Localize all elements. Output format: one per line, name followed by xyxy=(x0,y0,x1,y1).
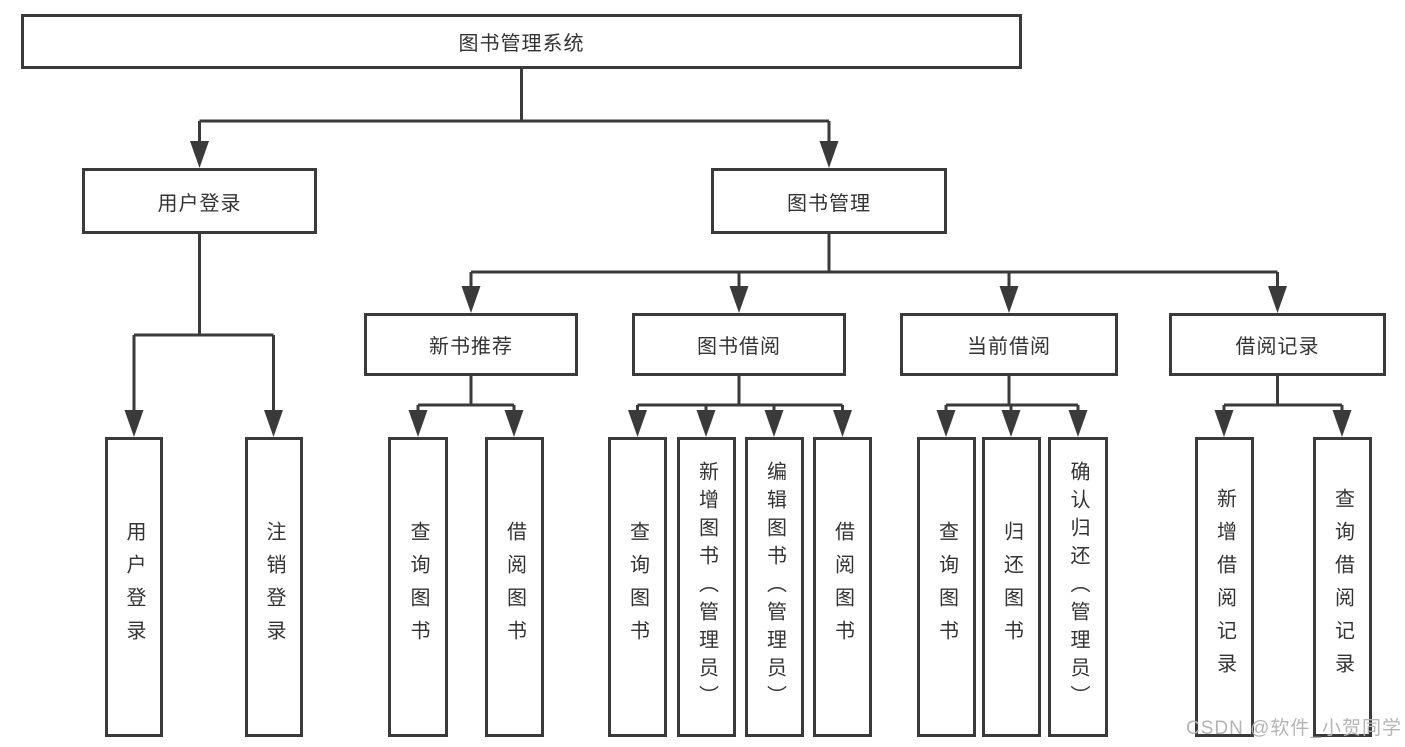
branch-user-login: 用户登录 xyxy=(82,168,317,234)
leaf-add-books-admin: 新增图书（管理员） xyxy=(677,437,736,737)
root-node: 图书管理系统 xyxy=(21,14,1022,69)
branch-book-management: 图书管理 xyxy=(711,168,947,234)
leaf-add-borrow-record: 新增借阅记录 xyxy=(1195,437,1254,737)
leaf-return-books: 归还图书 xyxy=(982,437,1041,737)
group-book-borrowing: 图书借阅 xyxy=(632,313,846,376)
leaf-logout: 注销登录 xyxy=(245,437,303,737)
group-new-book-recommendation: 新书推荐 xyxy=(364,313,578,376)
csdn-watermark: CSDN @软件_小贺同学 xyxy=(1186,718,1402,739)
leaf-borrow-books-recommend: 借阅图书 xyxy=(485,437,544,737)
leaf-borrow-books-borrowing: 借阅图书 xyxy=(813,437,872,737)
leaf-query-books-current: 查询图书 xyxy=(917,437,976,737)
leaf-query-borrow-record: 查询借阅记录 xyxy=(1313,437,1372,737)
group-borrowing-records: 借阅记录 xyxy=(1169,313,1386,376)
leaf-query-books-borrowing: 查询图书 xyxy=(608,437,667,737)
leaf-query-books-recommend: 查询图书 xyxy=(388,437,448,737)
leaf-user-login: 用户登录 xyxy=(105,437,163,737)
group-current-borrowing: 当前借阅 xyxy=(900,313,1118,376)
leaf-confirm-return-admin: 确认归还（管理员） xyxy=(1048,437,1108,737)
leaf-edit-books-admin: 编辑图书（管理员） xyxy=(745,437,804,737)
